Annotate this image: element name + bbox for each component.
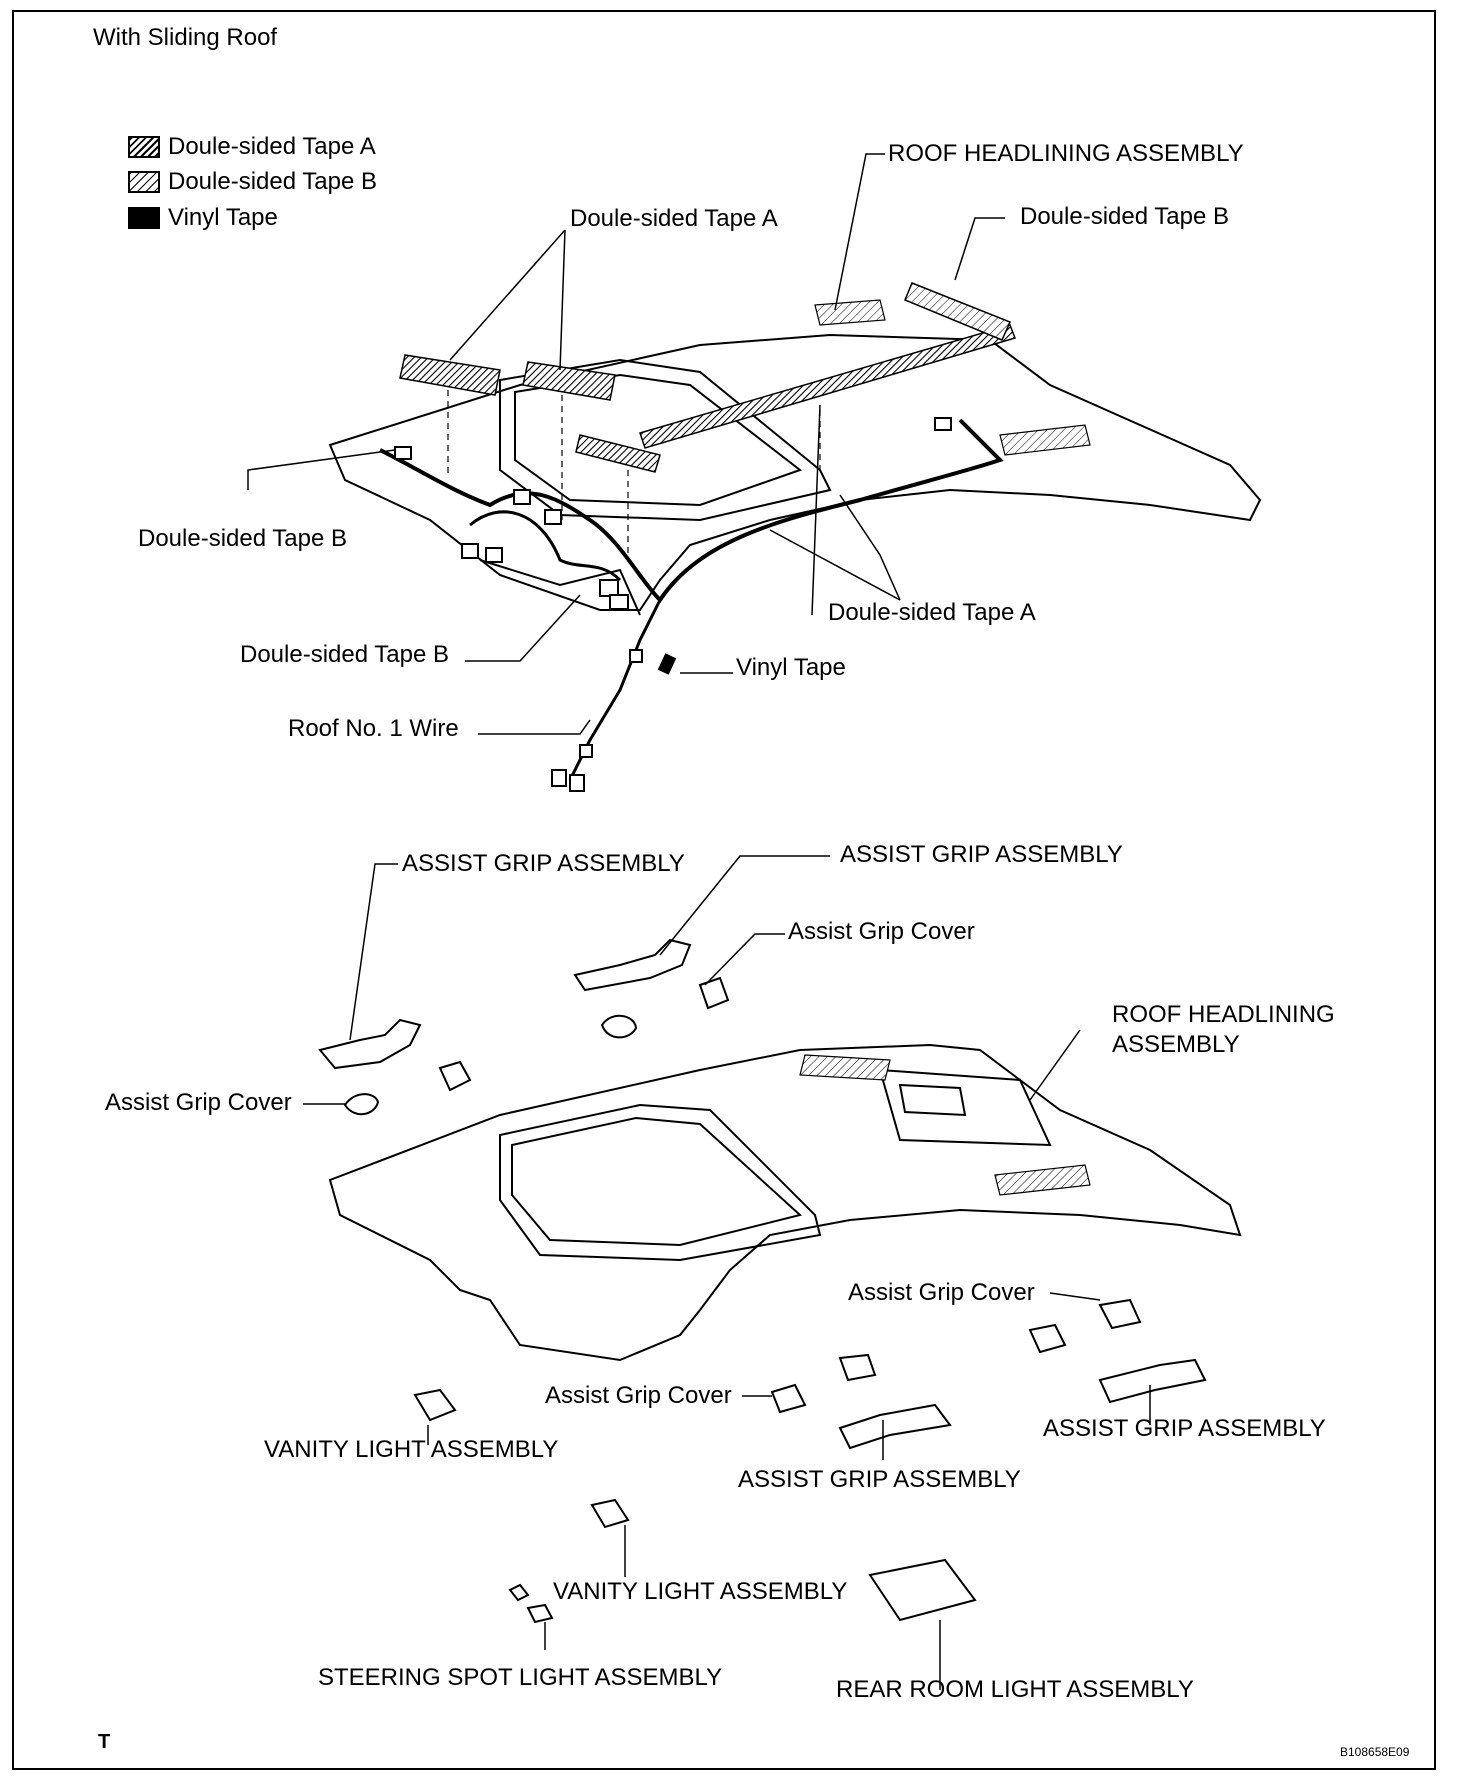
top-headlining [328,333,1262,616]
legend-item-tape-a: Doule-sided Tape A [128,133,376,161]
bottom-headlining [328,1043,1242,1362]
spot-light-part [508,1583,530,1602]
tape-b-strip [904,282,1012,341]
tape-a-strip [399,354,501,396]
rear-room-light-part [868,1558,977,1622]
label-roof-headlining-line2: ASSEMBLY [1112,1031,1240,1058]
tape-b-swatch [128,171,160,193]
label-roof-headlining: ROOF HEADLINING ASSEMBLY [888,140,1244,167]
legend-item-vinyl: Vinyl Tape [128,204,278,232]
assist-grip-part [318,1018,422,1070]
legend-label: Doule-sided Tape A [168,133,376,160]
grip-cover-part [343,1093,380,1116]
legend-label: Doule-sided Tape B [168,168,378,195]
label-tape-b-low: Doule-sided Tape B [240,641,450,668]
roof-wire-harness [379,418,1004,604]
label-assist-grip-cover-2: Assist Grip Cover [105,1089,292,1116]
label-tape-a-mid: Doule-sided Tape A [828,599,1036,626]
label-assist-grip-1: ASSIST GRIP ASSEMBLY [402,850,685,877]
vinyl-swatch [128,207,160,229]
label-rear-room-light: REAR ROOM LIGHT ASSEMBLY [836,1676,1194,1703]
grip-cover-part [838,1353,877,1382]
label-vanity-light-2: VANITY LIGHT ASSEMBLY [553,1578,848,1605]
diagram-frame [12,10,1436,1770]
legend-item-tape-b: Doule-sided Tape B [128,168,377,196]
figure-code: B108658E09 [1340,1745,1410,1759]
assist-grip-part [838,1403,952,1450]
label-tape-b-left: Doule-sided Tape B [138,525,348,552]
assist-grip-part [573,938,692,992]
label-vanity-light-1: VANITY LIGHT ASSEMBLY [264,1436,559,1463]
vinyl-tape-mark [657,653,677,675]
label-assist-grip-4: ASSIST GRIP ASSEMBLY [1043,1415,1326,1442]
label-assist-grip-2: ASSIST GRIP ASSEMBLY [840,841,1123,868]
page-title: With Sliding Roof [93,24,278,51]
label-roof-wire: Roof No. 1 Wire [288,715,459,742]
assist-grip-part [1098,1358,1207,1404]
tape-a-swatch [128,136,160,158]
tape-a-strip [575,434,661,473]
grip-cover-part [770,1383,807,1414]
spot-light-part [526,1603,554,1624]
grip-cover-part [698,976,730,1010]
legend-label: Vinyl Tape [168,204,278,231]
label-assist-grip-cover-4: Assist Grip Cover [545,1382,732,1409]
grip-cover-part [438,1060,472,1092]
vanity-light-part [413,1388,457,1422]
label-tape-b-right: Doule-sided Tape B [1020,203,1230,230]
label-roof-headlining-line1: ROOF HEADLINING [1112,1001,1335,1028]
footer-mark: T [98,1731,111,1753]
label-vinyl-tape: Vinyl Tape [736,654,846,681]
label-tape-a-top: Doule-sided Tape A [570,205,778,232]
tape-a-strip [522,361,616,401]
grip-cover-part [1098,1298,1142,1330]
label-steering-spot-light: STEERING SPOT LIGHT ASSEMBLY [318,1664,723,1691]
vanity-light-part [590,1498,630,1529]
grip-cover-part [600,1014,638,1039]
label-assist-grip-cover-1: Assist Grip Cover [788,918,975,945]
grip-cover-part [1028,1323,1067,1354]
tape-a-strip [639,324,1016,449]
label-assist-grip-3: ASSIST GRIP ASSEMBLY [738,1466,1021,1493]
label-assist-grip-cover-3: Assist Grip Cover [848,1279,1035,1306]
